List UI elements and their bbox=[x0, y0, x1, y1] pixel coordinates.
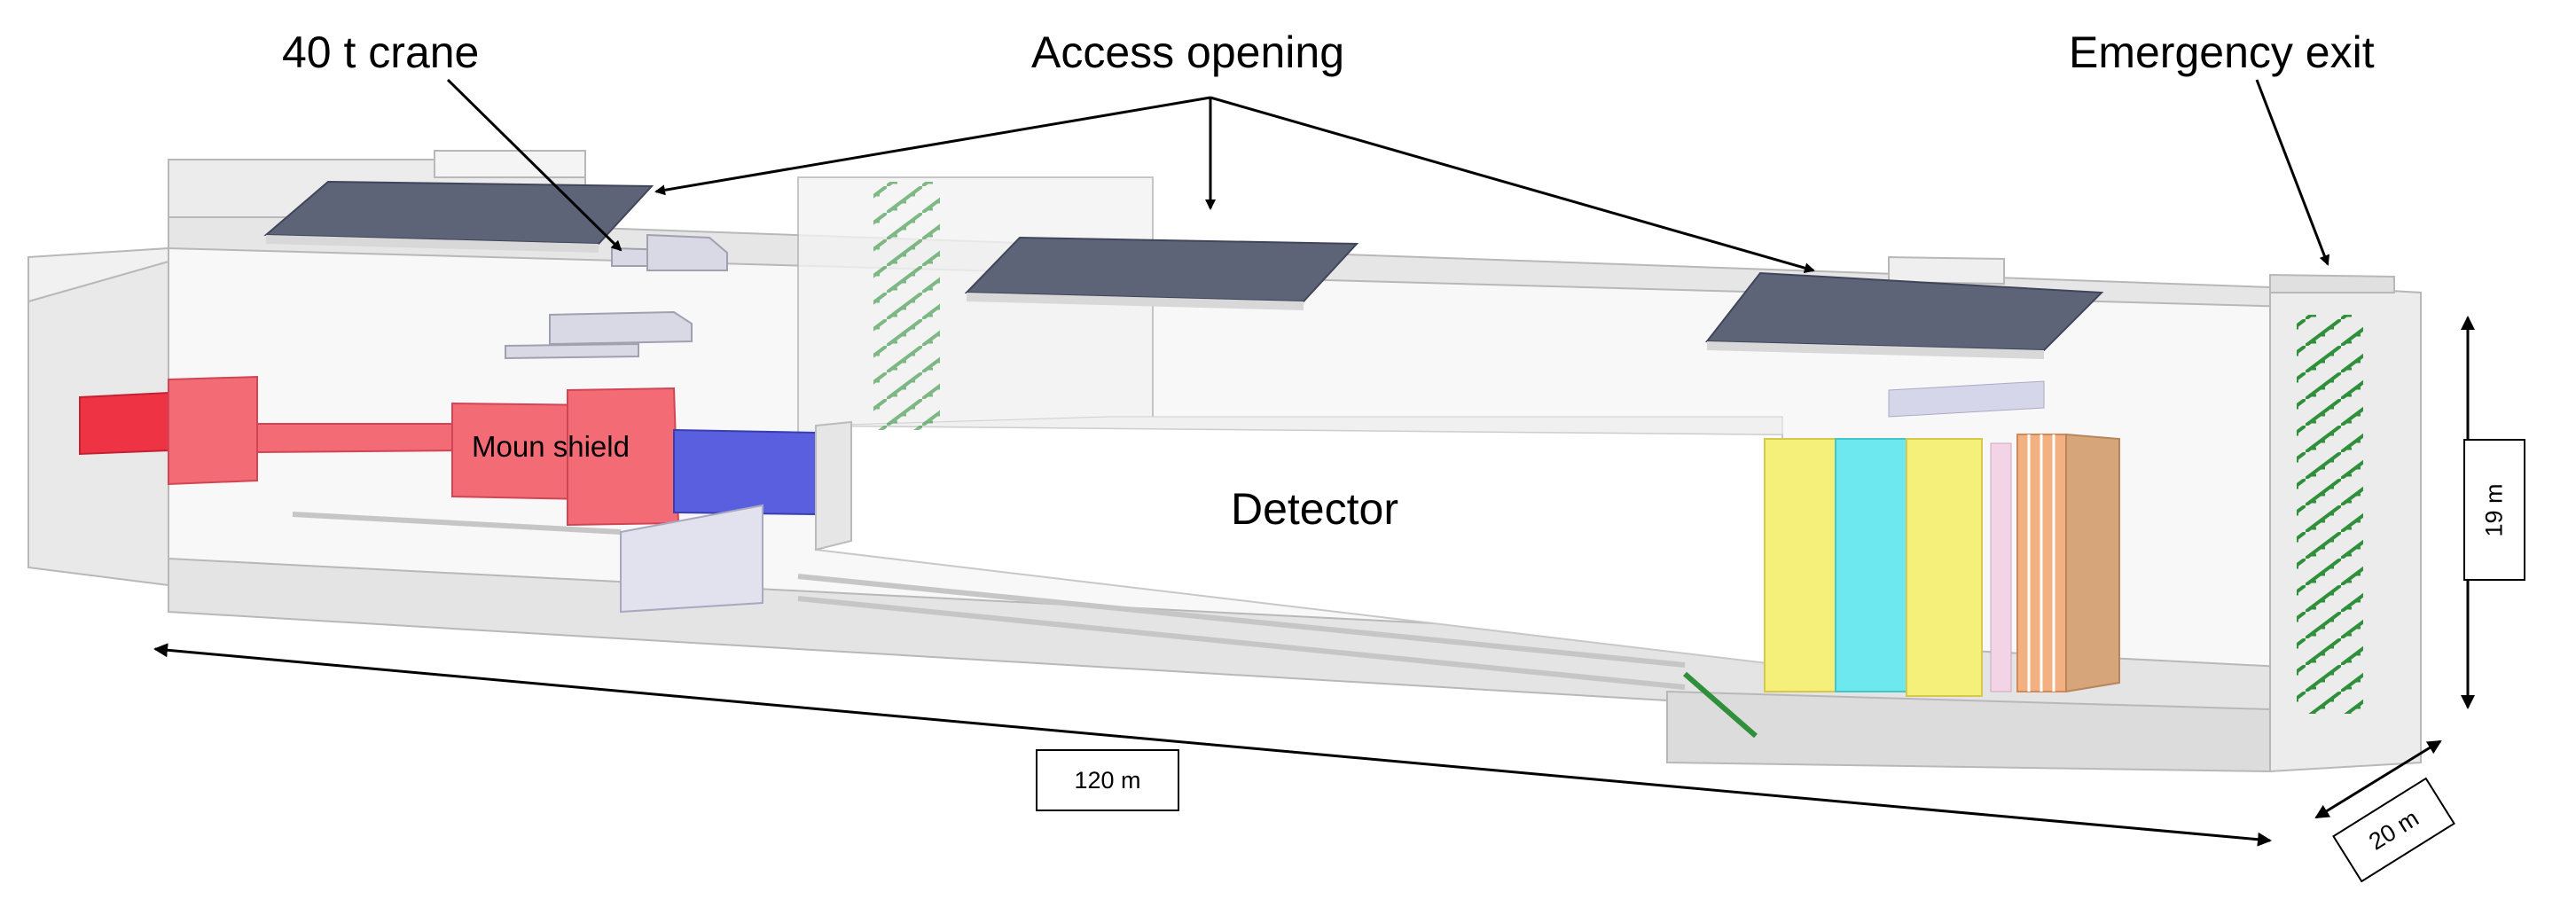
length-dimension bbox=[153, 643, 2272, 847]
crane-label: 40 t crane bbox=[282, 27, 480, 77]
target-block bbox=[168, 375, 258, 486]
muon-shield-label: Moun shield bbox=[472, 430, 630, 463]
beam-line bbox=[79, 375, 817, 614]
width-value: 20 m bbox=[2363, 803, 2423, 856]
height-value-box: 19 m bbox=[2463, 439, 2525, 581]
magnet bbox=[673, 428, 817, 516]
emergency-exit-label: Emergency exit bbox=[2069, 27, 2375, 77]
hatch-middle bbox=[964, 236, 1359, 303]
access-opening-label: Access opening bbox=[1031, 27, 1345, 77]
plane-cyan bbox=[1835, 438, 1907, 692]
annotation-arrows bbox=[446, 78, 2330, 274]
detector-label: Detector bbox=[1231, 484, 1398, 534]
crane bbox=[505, 233, 728, 360]
plane-yellow-1 bbox=[1764, 438, 1836, 692]
hadron-stopper-front bbox=[79, 391, 169, 456]
plane-yellow-2 bbox=[1906, 438, 1983, 697]
length-value-box: 120 m bbox=[1036, 749, 1179, 811]
height-value: 19 m bbox=[2480, 482, 2508, 537]
hatch-left bbox=[263, 180, 654, 246]
length-value: 120 m bbox=[1074, 766, 1141, 794]
access-hatches bbox=[263, 180, 2104, 359]
hatch-right bbox=[1704, 271, 2104, 352]
decay-vessel bbox=[815, 416, 1783, 667]
stair-right bbox=[2297, 315, 2363, 714]
stair-left bbox=[873, 182, 940, 430]
width-dimension bbox=[2314, 739, 2442, 819]
staircases bbox=[873, 182, 2363, 739]
